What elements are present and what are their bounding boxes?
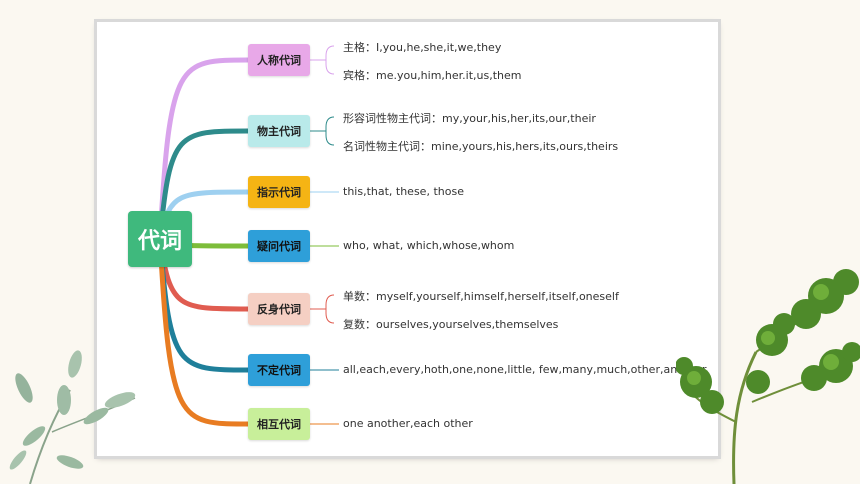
- leaf-text: who, what, which,whose,whom: [343, 239, 515, 252]
- category-node: 指示代词: [248, 176, 310, 208]
- category-node: 人称代词: [248, 44, 310, 76]
- category-node: 相互代词: [248, 408, 310, 440]
- leaf-bracket: [310, 294, 335, 324]
- category-node: 反身代词: [248, 293, 310, 325]
- left-plant-decoration: [9, 350, 136, 484]
- branch-line: [157, 57, 251, 242]
- leaf-text: 主格：I,you,he,she,it,we,they: [343, 41, 502, 54]
- leaf-text: all,each,every,hoth,one,none,little, few…: [343, 363, 707, 376]
- category-node: 不定代词: [248, 354, 310, 386]
- leaf-text: this,that, these, those: [343, 185, 464, 198]
- leaf-text: 形容词性物主代词：my,your,his,her,its,our,their: [343, 112, 596, 125]
- category-node: 物主代词: [248, 115, 310, 147]
- leaf-text: one another,each other: [343, 417, 473, 430]
- leaf-text: 名词性物主代词：mine,yours,his,hers,its,ours,the…: [343, 140, 619, 153]
- root-node: 代词: [128, 211, 192, 267]
- right-parsley-decoration: [676, 269, 860, 484]
- leaf-text: 单数：myself,yourself,himself,herself,itsel…: [343, 290, 619, 303]
- leaf-text: 宾格：me.you,him,her.it,us,them: [343, 69, 522, 82]
- category-node: 疑问代词: [248, 230, 310, 262]
- branch-line: [157, 128, 251, 242]
- leaf-text: 复数：ourselves,yourselves,themselves: [343, 318, 559, 331]
- leaf-bracket: [310, 116, 335, 146]
- leaf-bracket: [310, 45, 335, 75]
- branch-line: [157, 236, 251, 427]
- mindmap-panel: [97, 22, 718, 456]
